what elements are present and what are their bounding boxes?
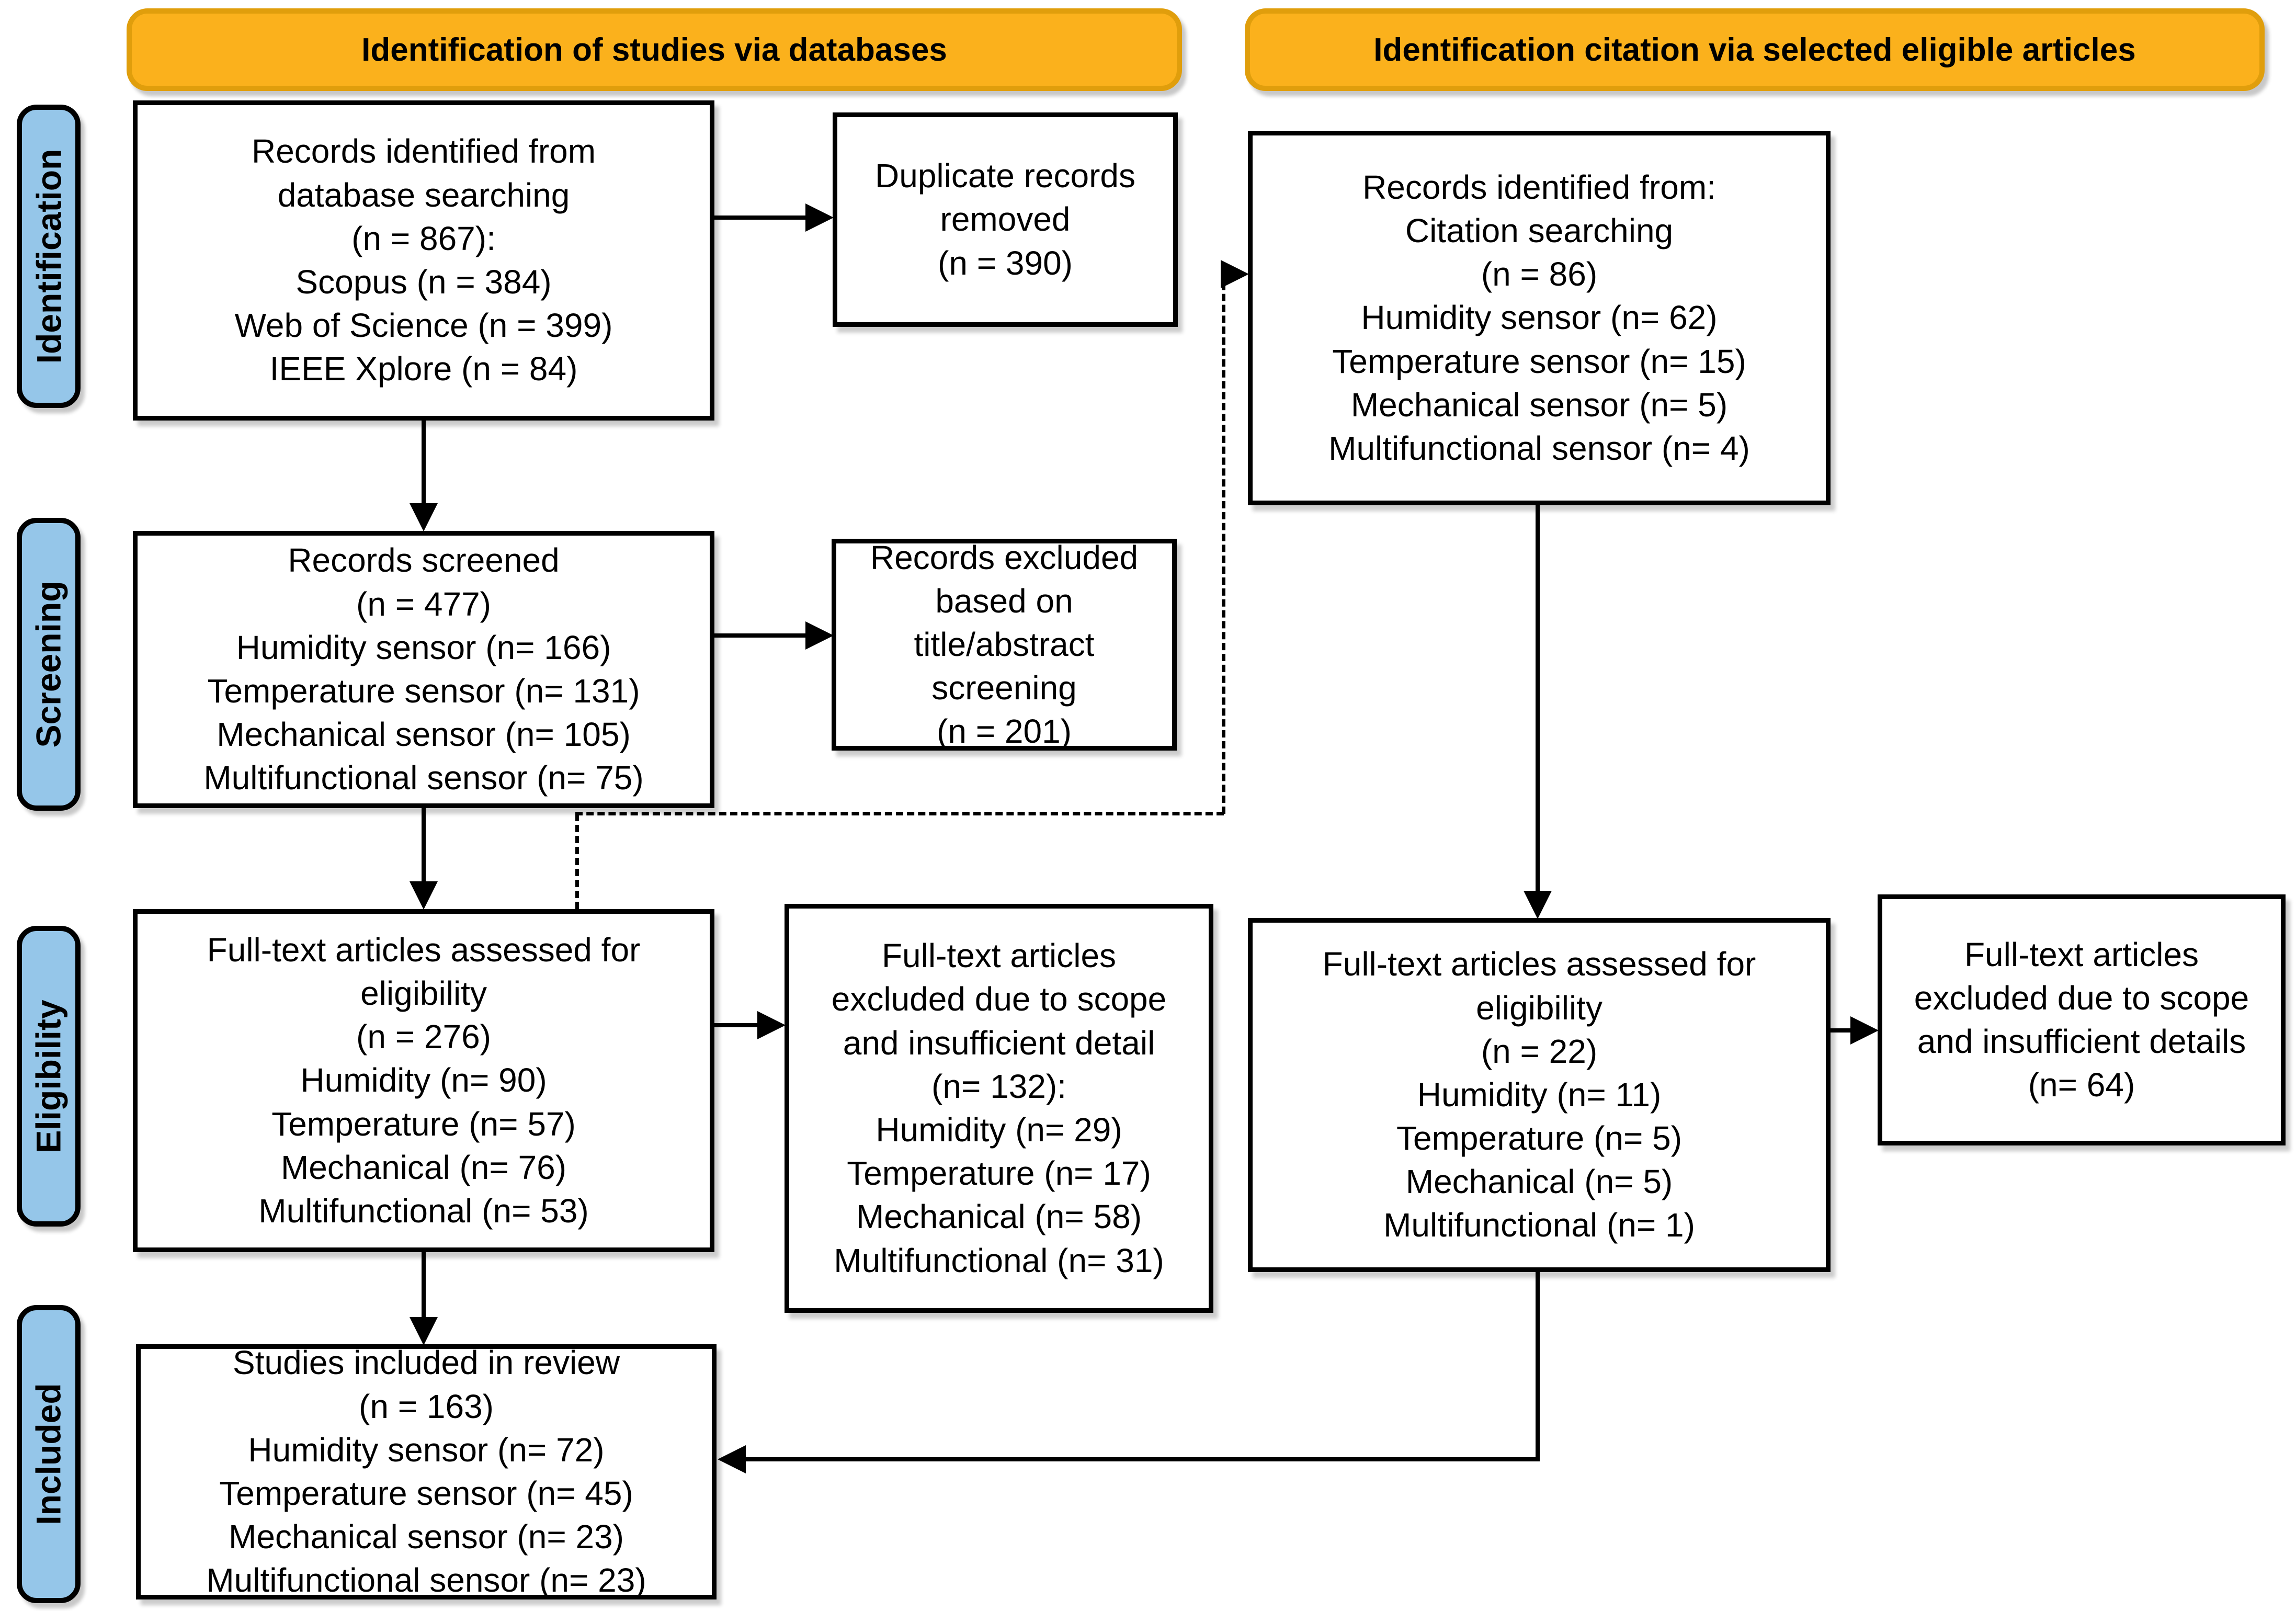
arrow-fulltext-citation-to-excluded: [1831, 1028, 1851, 1033]
dashed-connector-vertical-left: [575, 814, 579, 909]
arrow-fulltext-citation-to-included-horizontal: [745, 1457, 1540, 1461]
box-text: Full-text articles excluded due to scope…: [831, 937, 1167, 1279]
arrowhead-right-icon: [805, 621, 834, 650]
arrow-db-records-to-duplicates: [714, 215, 806, 220]
arrow-fulltext-citation-to-included-vertical: [1536, 1272, 1540, 1461]
arrowhead-down-icon: [410, 503, 438, 531]
dashed-connector-horizontal: [575, 812, 1224, 815]
arrow-db-records-to-screened: [422, 421, 426, 504]
box-fulltext-assessed-databases: Full-text articles assessed for eligibil…: [133, 909, 714, 1252]
box-records-screened: Records screened (n = 477) Humidity sens…: [133, 531, 714, 808]
header-databases: Identification of studies via databases: [127, 8, 1182, 91]
stage-label-text: Included: [29, 1383, 69, 1525]
box-text: Full-text articles excluded due to scope…: [1914, 935, 2249, 1104]
arrow-screened-to-excluded: [714, 633, 806, 638]
box-records-identified-citation: Records identified from: Citation search…: [1248, 131, 1831, 505]
arrow-citation-to-fulltext: [1536, 505, 1540, 892]
stage-label-text: Screening: [29, 581, 69, 748]
box-text: Studies included in review (n = 163) Hum…: [206, 1344, 646, 1599]
arrowhead-right-icon: [805, 203, 834, 232]
arrowhead-left-icon: [718, 1445, 746, 1473]
arrowhead-right-icon: [757, 1011, 786, 1039]
arrow-fulltext-to-included: [422, 1252, 426, 1318]
box-studies-included: Studies included in review (n = 163) Hum…: [136, 1344, 717, 1599]
stage-label-eligibility: Eligibility: [17, 926, 81, 1227]
stage-label-identification: Identification: [17, 105, 81, 408]
box-fulltext-excluded-citation: Full-text articles excluded due to scope…: [1878, 894, 2286, 1145]
box-duplicate-records-removed: Duplicate records removed (n = 390): [833, 112, 1178, 327]
box-text: Records excluded based on title/abstract…: [870, 538, 1139, 751]
box-fulltext-assessed-citation: Full-text articles assessed for eligibil…: [1248, 918, 1831, 1272]
box-text: Records screened (n = 477) Humidity sens…: [203, 541, 644, 797]
arrowhead-right-icon: [1221, 260, 1249, 288]
box-text: Full-text articles assessed for eligibil…: [1322, 945, 1756, 1244]
box-text: Full-text articles assessed for eligibil…: [207, 931, 641, 1230]
box-fulltext-excluded-databases: Full-text articles excluded due to scope…: [785, 904, 1213, 1313]
arrowhead-down-icon: [410, 1317, 438, 1345]
arrow-screened-to-fulltext: [422, 808, 426, 882]
dashed-connector-vertical-right: [1222, 272, 1225, 814]
stage-label-screening: Screening: [17, 518, 81, 811]
arrowhead-down-icon: [410, 881, 438, 910]
arrow-fulltext-to-excluded: [714, 1023, 758, 1027]
box-text: Duplicate records removed (n = 390): [875, 157, 1135, 282]
stage-label-text: Eligibility: [29, 999, 69, 1153]
header-citations: Identification citation via selected eli…: [1245, 8, 2265, 91]
arrowhead-right-icon: [1850, 1016, 1879, 1045]
box-text: Records identified from: Citation search…: [1328, 168, 1750, 467]
stage-label-included: Included: [17, 1305, 81, 1603]
box-records-identified-databases: Records identified from database searchi…: [133, 100, 714, 421]
box-records-excluded-screening: Records excluded based on title/abstract…: [832, 539, 1177, 751]
arrowhead-down-icon: [1524, 891, 1552, 919]
box-text: Records identified from database searchi…: [234, 132, 613, 388]
stage-label-text: Identification: [29, 149, 69, 364]
